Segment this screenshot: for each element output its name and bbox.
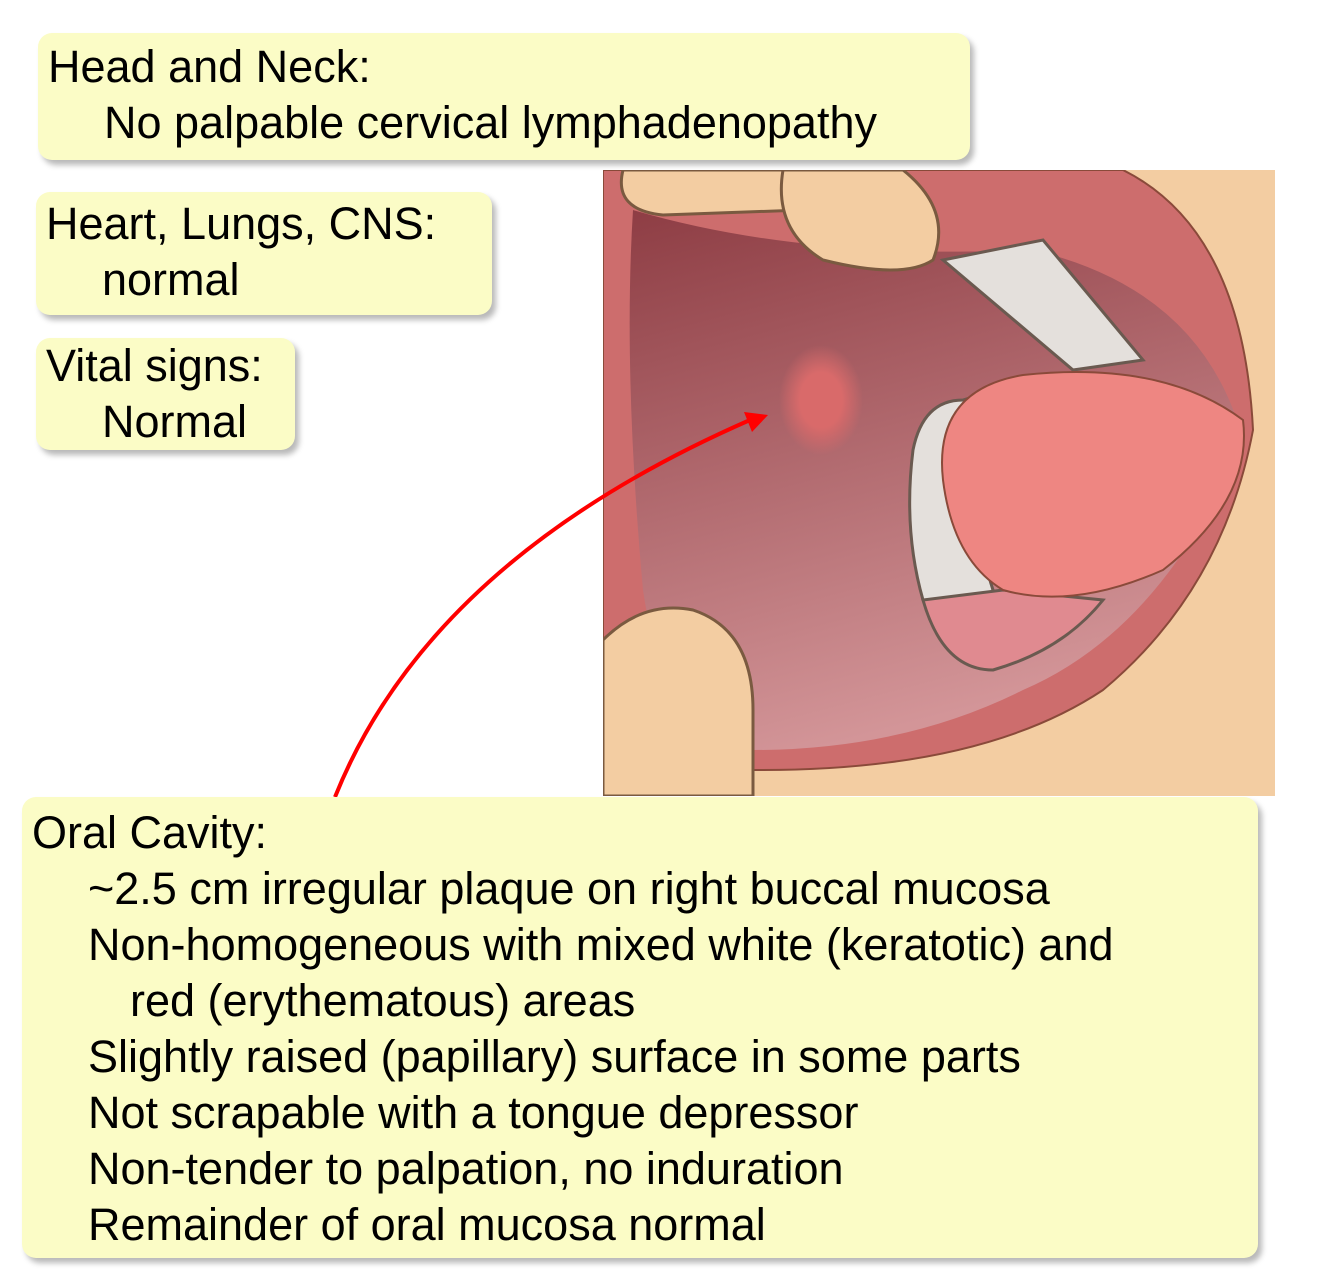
head-neck-box: Head and Neck: No palpable cervical lymp… <box>38 33 970 160</box>
upper-finger-right <box>779 170 941 272</box>
oral-cavity-title: Oral Cavity: <box>32 807 268 858</box>
tongue <box>941 371 1245 598</box>
vitals-title: Vital signs: <box>46 340 263 391</box>
oral-finding: Remainder of oral mucosa normal <box>88 1199 766 1250</box>
open-mouth-illustration <box>603 170 1275 796</box>
head-neck-title: Head and Neck: <box>48 41 371 92</box>
heart-lungs-box: Heart, Lungs, CNS: normal <box>36 192 492 315</box>
heart-lungs-title: Heart, Lungs, CNS: <box>46 198 437 249</box>
oral-finding: Non-tender to palpation, no induration <box>88 1143 844 1194</box>
upper-teeth <box>939 238 1146 372</box>
oral-finding-continued: red (erythematous) areas <box>130 975 636 1026</box>
lower-finger <box>603 606 755 796</box>
oral-finding: ~2.5 cm irregular plaque on right buccal… <box>88 863 1050 914</box>
heart-lungs-finding: normal <box>102 254 240 305</box>
upper-finger-left <box>619 170 805 217</box>
oral-finding: Non-homogeneous with mixed white (kerato… <box>88 919 1114 970</box>
gum <box>921 588 1106 672</box>
vitals-box: Vital signs: Normal <box>36 338 295 450</box>
lesion <box>779 345 863 455</box>
head-neck-finding: No palpable cervical lymphadenopathy <box>104 97 877 148</box>
oral-finding: Not scrapable with a tongue depressor <box>88 1087 859 1138</box>
oral-finding: Slightly raised (papillary) surface in s… <box>88 1031 1021 1082</box>
oral-cavity-box: Oral Cavity: ~2.5 cm irregular plaque on… <box>22 797 1258 1258</box>
vitals-finding: Normal <box>102 396 248 447</box>
